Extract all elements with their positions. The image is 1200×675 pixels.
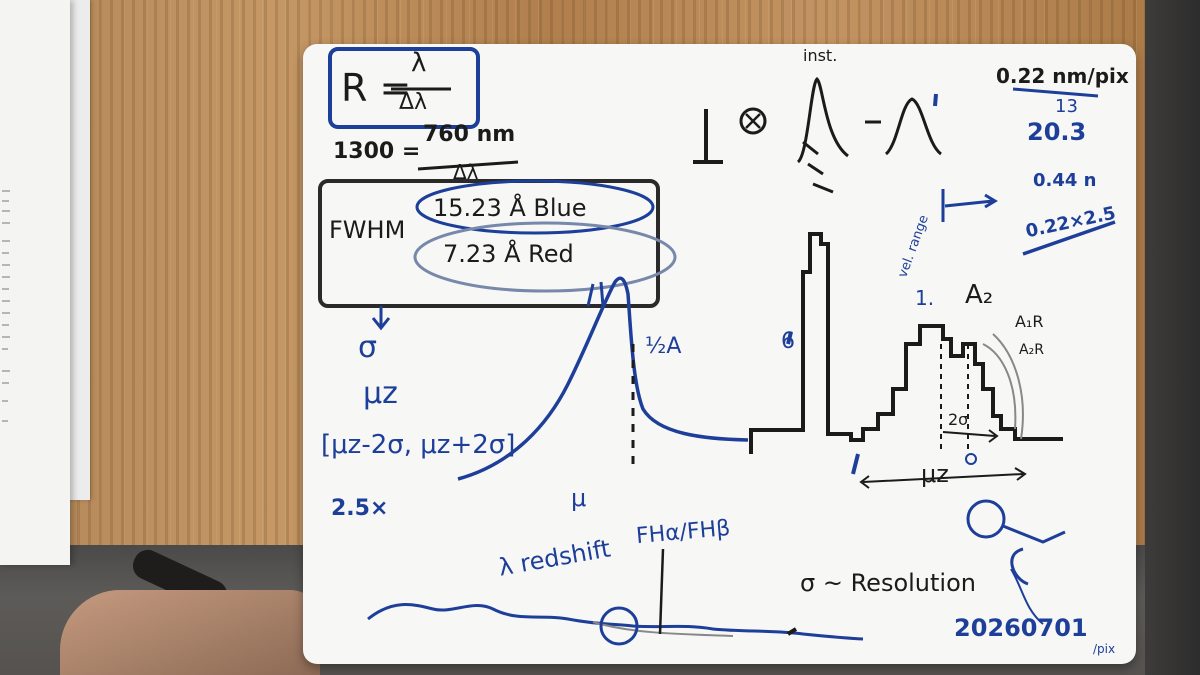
paper-stack <box>0 0 70 565</box>
gaussian-curve <box>457 276 749 481</box>
dark-chair <box>1145 0 1200 675</box>
label-one: 1. <box>915 286 935 310</box>
pixel-scale: 0.22 nm/pix <box>996 64 1129 88</box>
mu-label: μ <box>571 484 587 512</box>
foot <box>60 590 320 675</box>
formula-r: R = <box>341 66 412 110</box>
equation-lhs: 1300 = <box>333 139 421 164</box>
inst-label: inst. <box>803 46 838 65</box>
whiteboard-drawings <box>318 47 1116 646</box>
sigma-resolution: σ ~ Resolution <box>800 569 976 597</box>
label-a2r: A₂R <box>1019 342 1044 358</box>
label-six: 6 <box>781 329 795 354</box>
equation-numerator: 760 nm <box>423 122 516 147</box>
formula-box <box>328 47 480 129</box>
formula-lambda: λ <box>411 48 427 78</box>
label-amplitude: A₂ <box>965 280 994 310</box>
label-a1r: A₁R <box>1015 312 1044 331</box>
pixel-scale-sub: 13 <box>1055 96 1078 117</box>
date-label: 20260701 <box>954 614 1088 642</box>
value-0-44: 0.44 n <box>1033 170 1097 191</box>
sigma-label: σ <box>358 330 378 365</box>
fwhm-label: FWHM <box>329 216 406 244</box>
interval-label: [μz-2σ, μz+2σ] <box>321 430 516 460</box>
mu-z-label: μz <box>363 376 398 411</box>
half-amplitude-label: ½A <box>645 334 682 359</box>
step-histogram <box>749 232 1063 454</box>
two-sigma-label: 2σ <box>948 410 969 429</box>
mu-z-bottom: μz <box>921 460 949 488</box>
whiteboard: R = λ Δλ 1300 = 760 nm Δλ FWHM 15.23 Å B… <box>303 44 1136 664</box>
value-20-3: 20.3 <box>1027 118 1087 146</box>
equation-denominator: Δλ <box>453 160 479 184</box>
fwhm-box <box>318 179 660 308</box>
fwhm-blue: 15.23 Å Blue <box>433 194 587 222</box>
factor-label: 2.5× <box>331 496 389 521</box>
formula-delta-lambda: Δλ <box>399 90 428 115</box>
fwhm-red: 7.23 Å Red <box>443 240 574 268</box>
per-pix-label: /pix <box>1093 642 1116 656</box>
